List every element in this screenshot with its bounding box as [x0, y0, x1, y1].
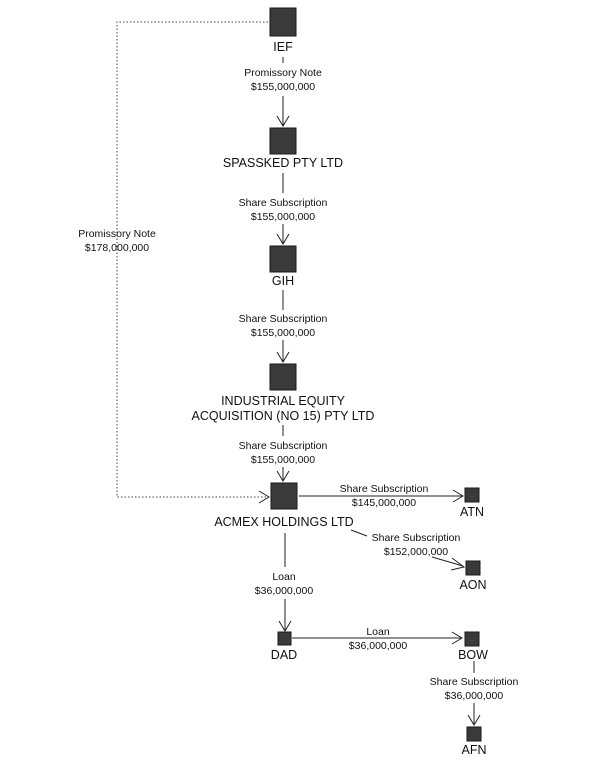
edge-dad-bow-type: Loan: [366, 626, 390, 638]
dad-node-box: [277, 631, 292, 646]
edge-spassked-gih-type: Share Subscription: [239, 197, 328, 209]
industrial-label-line2: ACQUISITION (NO 15) PTY LTD: [192, 409, 375, 423]
acmex-node-box: [270, 482, 298, 510]
arrowhead-ief-spassked: [276, 115, 290, 127]
edge-acmex-dad-amount: $36,000,000: [255, 585, 314, 597]
acmex-label: ACMEX HOLDINGS LTD: [214, 515, 353, 529]
ief-label: IEF: [273, 40, 293, 54]
arrowhead-acmex-dad: [278, 620, 292, 632]
edge-acmex-dad-type: Loan: [272, 571, 296, 583]
edge-ief-spassked-type: Promissory Note: [244, 67, 322, 79]
edge-bow-afn-amount: $36,000,000: [445, 690, 504, 702]
edge-acmex-atn-type: Share Subscription: [340, 483, 429, 495]
arrowhead-industrial-acmex: [276, 470, 290, 482]
edge-ief-acmex-type: Promissory Note: [78, 228, 156, 240]
spassked-label: SPASSKED PTY LTD: [223, 156, 343, 170]
atn-label: ATN: [460, 505, 484, 519]
edge-spassked-gih-amount: $155,000,000: [251, 211, 315, 223]
afn-label: AFN: [462, 743, 487, 757]
edge-gih-industrial-amount: $155,000,000: [251, 327, 315, 339]
bow-label: BOW: [458, 648, 488, 662]
industrial-label-line1: INDUSTRIAL EQUITY: [221, 394, 346, 408]
arrowhead-ief-acmex: [258, 490, 270, 504]
connector-acmex-aon: [350, 529, 368, 537]
edge-ief-spassked-amount: $155,000,000: [251, 81, 315, 93]
edge-dad-bow-amount: $36,000,000: [349, 640, 408, 652]
edge-acmex-aon-amount: $152,000,000: [384, 546, 448, 558]
arrowhead-gih-industrial: [276, 351, 290, 363]
aon-label: AON: [459, 578, 486, 592]
arrowhead-bow-afn: [467, 714, 481, 726]
gih-node-box: [269, 245, 297, 273]
edge-acmex-atn-amount: $145,000,000: [352, 497, 416, 509]
connector-acmex-aon: [431, 556, 464, 567]
edge-bow-afn-type: Share Subscription: [430, 676, 519, 688]
edge-industrial-acmex-type: Share Subscription: [239, 440, 328, 452]
arrowhead-acmex-aon: [450, 557, 466, 571]
aon-node-box: [465, 560, 481, 576]
edge-acmex-aon-type: Share Subscription: [372, 532, 461, 544]
industrial-node-box: [269, 363, 297, 391]
atn-node-box: [464, 487, 480, 503]
arrowhead-dad-bow: [451, 631, 463, 645]
bow-node-box: [464, 631, 480, 647]
afn-node-box: [466, 726, 482, 742]
connector-ief-acmex-dotted: [116, 21, 268, 498]
edge-industrial-acmex-amount: $155,000,000: [251, 454, 315, 466]
ief-node-box: [269, 7, 297, 37]
dad-label: DAD: [271, 648, 297, 662]
edge-gih-industrial-type: Share Subscription: [239, 313, 328, 325]
edge-ief-acmex-amount: $178,000,000: [85, 242, 149, 254]
arrowhead-acmex-atn: [452, 489, 464, 503]
gih-label: GIH: [272, 274, 294, 288]
arrowhead-spassked-gih: [276, 233, 290, 245]
spassked-node-box: [269, 127, 297, 155]
